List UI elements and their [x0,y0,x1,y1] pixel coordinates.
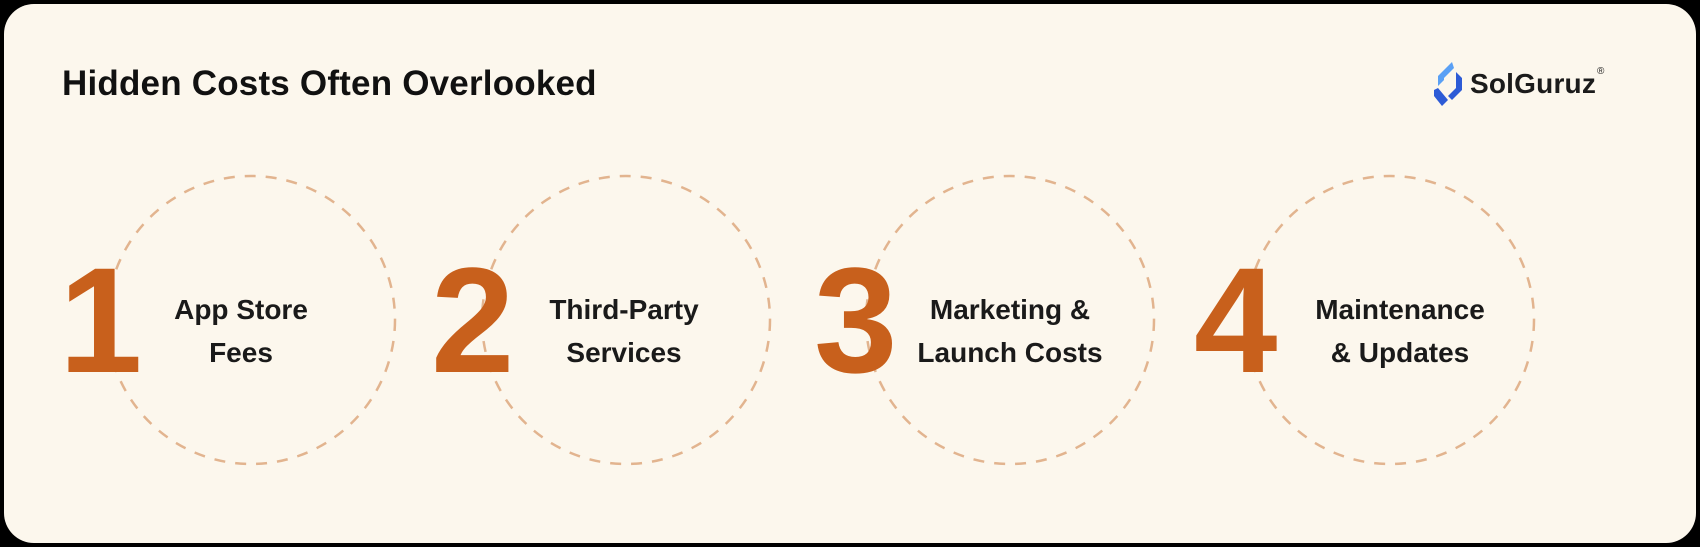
step-4: 4 Maintenance & Updates [1194,170,1540,470]
solguruz-logo-icon [1434,62,1462,106]
step-1: 1 App Store Fees [59,170,401,470]
step-number: 4 [1194,236,1278,404]
step-number: 3 [814,236,898,404]
step-3: 3 Marketing & Launch Costs [814,170,1160,470]
step-number: 2 [431,236,515,404]
step-label-line: & Updates [1330,337,1470,368]
infographic-card: Hidden Costs Often Overlooked SolGuruz ®… [4,4,1696,543]
page-title: Hidden Costs Often Overlooked [62,64,597,103]
step-label: Maintenance & Updates [1300,288,1500,374]
step-label: Marketing & Launch Costs [910,288,1110,374]
dashed-circle [105,174,397,466]
step-label-line: Third-Party [549,294,699,325]
brand-logo: SolGuruz ® [1430,60,1604,108]
step-number: 1 [59,236,143,404]
step-label-line: Launch Costs [917,337,1103,368]
step-label-line: Services [566,337,682,368]
dashed-circle [864,174,1156,466]
step-label-line: App Store [174,294,308,325]
dashed-circle [480,174,772,466]
step-label: App Store Fees [161,288,321,374]
step-label: Third-Party Services [534,288,714,374]
dashed-circle [1244,174,1536,466]
step-2: 2 Third-Party Services [431,170,776,470]
step-label-line: Maintenance [1315,294,1485,325]
step-label-line: Fees [209,337,273,368]
step-label-line: Marketing & [929,294,1091,325]
registered-mark: ® [1597,66,1605,77]
brand-name: SolGuruz [1470,68,1597,99]
